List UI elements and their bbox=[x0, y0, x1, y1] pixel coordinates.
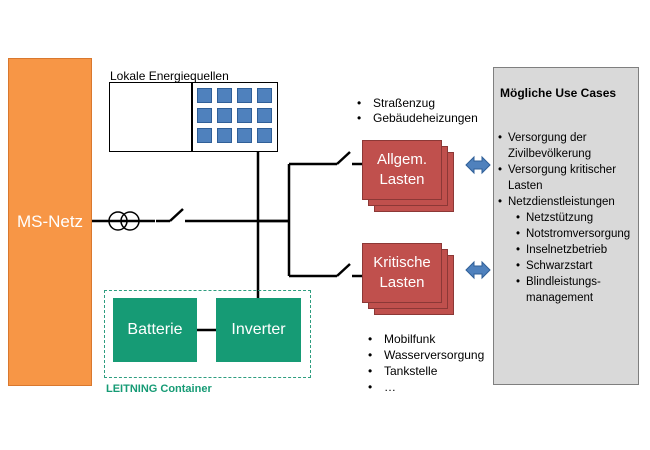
local-sources-title: Lokale Energiequellen bbox=[110, 69, 229, 83]
use-cases-title: Mögliche Use Cases bbox=[500, 86, 617, 100]
list-item: •Versorgung kritischer Lasten bbox=[498, 164, 617, 192]
main-switch bbox=[169, 208, 184, 222]
local-sources-divider bbox=[191, 82, 193, 152]
list-item: •Notstromversorgung bbox=[516, 228, 631, 240]
list-item: •Schwarzstart bbox=[516, 260, 593, 272]
list-item: •Netzstützung bbox=[516, 212, 594, 224]
list-item: •Inselnetzbetrieb bbox=[516, 244, 608, 256]
double-arrow-icon bbox=[465, 155, 491, 175]
list-item: Tankstelle bbox=[368, 363, 484, 379]
load-switch-general bbox=[336, 151, 351, 165]
load-switch-critical bbox=[336, 263, 351, 277]
list-item: Wasserversorgung bbox=[368, 347, 484, 363]
use-cases-list: •Versorgung der Zivilbevölkerung •Versor… bbox=[498, 130, 638, 306]
general-loads-line2: Lasten bbox=[379, 171, 425, 188]
list-item: … bbox=[368, 379, 484, 395]
general-loads-line1: Allgem. bbox=[376, 151, 428, 168]
transformer-icon bbox=[108, 211, 140, 231]
container-label: LEITNING Container bbox=[106, 383, 212, 395]
inverter-label: Inverter bbox=[231, 321, 286, 338]
general-loads-block: Allgem. Lasten bbox=[362, 140, 454, 212]
list-item: •Blindleistungs-management bbox=[516, 276, 601, 304]
critical-loads-line1: Kritische bbox=[373, 254, 431, 271]
list-item: •Netzdienstleistungen bbox=[498, 196, 615, 208]
solar-panel-icon bbox=[197, 88, 275, 148]
critical-load-examples: Mobilfunk Wasserversorgung Tankstelle … bbox=[368, 331, 484, 395]
general-load-examples: Straßenzug Gebäudeheizungen bbox=[357, 96, 478, 126]
list-item: Straßenzug bbox=[357, 96, 478, 111]
inverter-block: Inverter bbox=[216, 298, 301, 362]
list-item: •Versorgung der Zivilbevölkerung bbox=[498, 132, 592, 160]
double-arrow-icon bbox=[465, 260, 491, 280]
battery-block: Batterie bbox=[113, 298, 197, 362]
battery-label: Batterie bbox=[127, 321, 183, 338]
ms-netz-label: MS-Netz bbox=[16, 212, 84, 231]
list-item: Gebäudeheizungen bbox=[357, 111, 478, 126]
ms-netz-block: MS-Netz bbox=[8, 58, 92, 386]
use-cases-panel bbox=[493, 67, 639, 385]
critical-loads-block: Kritische Lasten bbox=[362, 243, 454, 315]
critical-loads-line2: Lasten bbox=[379, 274, 425, 291]
list-item: Mobilfunk bbox=[368, 331, 484, 347]
leitning-container bbox=[104, 290, 311, 378]
